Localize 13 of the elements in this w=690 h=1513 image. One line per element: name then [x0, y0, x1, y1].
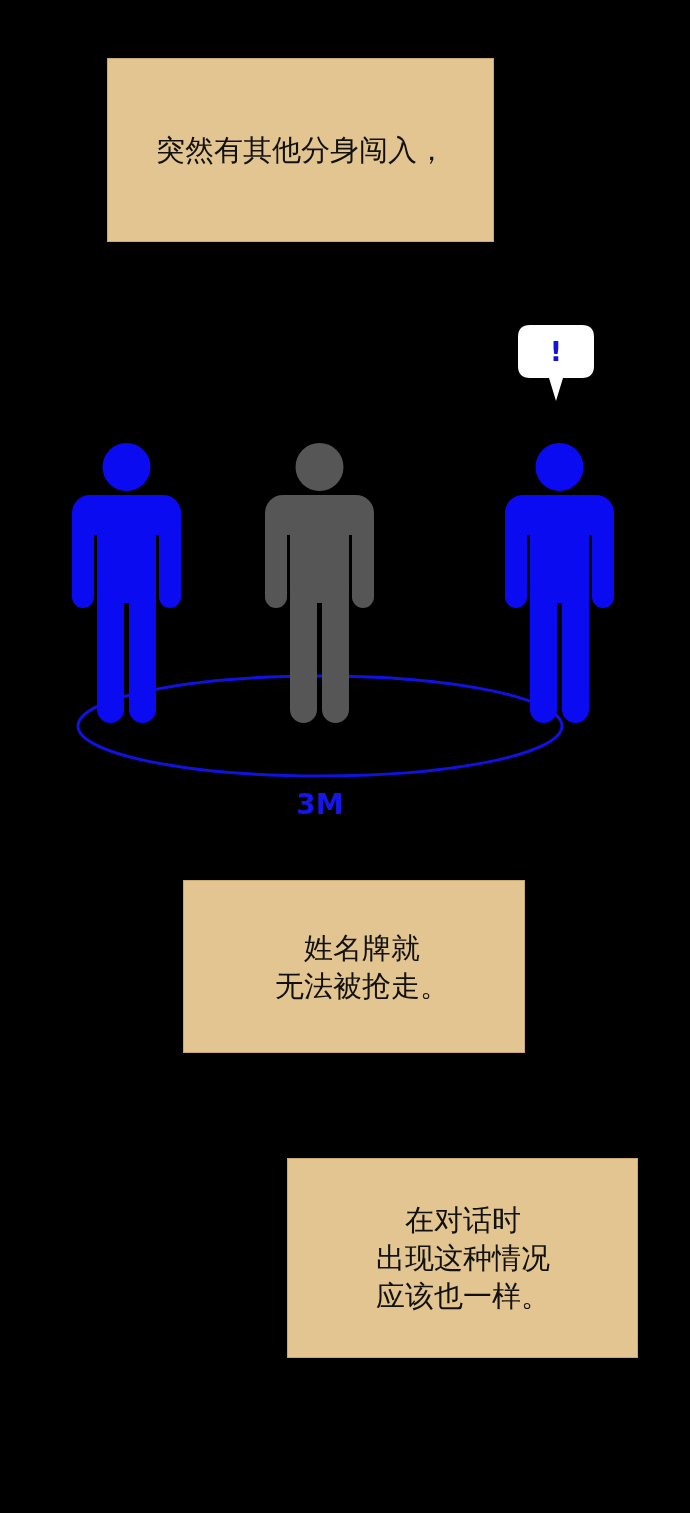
dimension-label: 3M — [296, 787, 344, 821]
caption-text: 姓名牌就无法被抢走。 — [275, 929, 449, 1005]
caption-box — [183, 880, 525, 1053]
caption-text: 在对话时出现这种情况应该也一样。 — [375, 1202, 550, 1315]
caption-text: 突然有其他分身闯入， — [155, 132, 446, 169]
person-figure — [265, 443, 374, 723]
ring-outline — [76, 674, 564, 778]
caption-box — [107, 58, 494, 242]
person-figure — [505, 443, 614, 723]
speech-bubble — [518, 325, 594, 401]
person-figure — [72, 443, 181, 723]
bubble-text: ! — [548, 335, 564, 369]
caption-box — [287, 1158, 638, 1358]
